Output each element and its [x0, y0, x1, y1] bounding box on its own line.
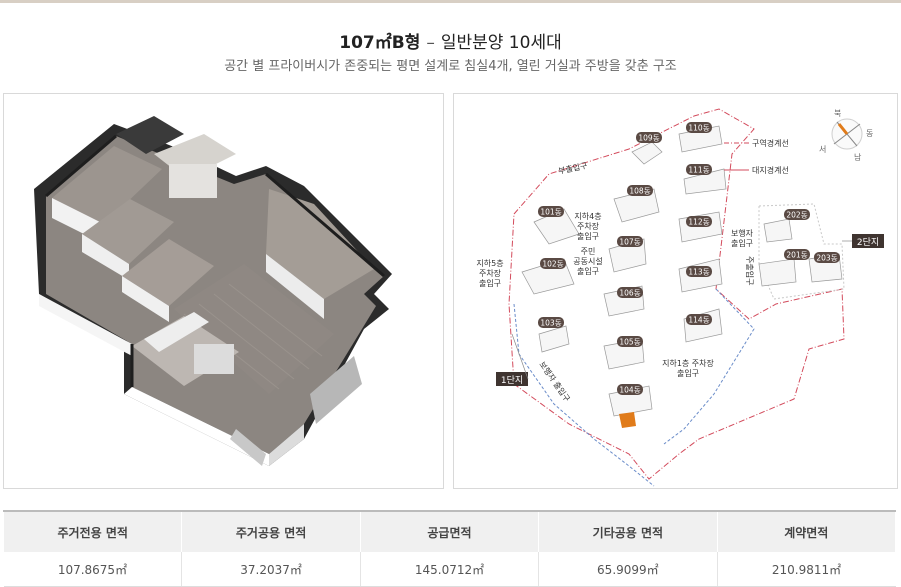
unit-type: 107㎡B형 — [339, 33, 421, 53]
value-contract-area: 210.9811㎡ — [716, 552, 896, 587]
building-tag-113: 113동 — [688, 268, 709, 277]
header-common-area: 주거공용 면적 — [181, 510, 361, 552]
building-tag-203: 203동 — [816, 254, 837, 263]
svg-text:지하1층 주차장: 지하1층 주차장 — [662, 358, 714, 368]
site-map-panel: 109동 110동 111동 108동 101동 112동 107동 102동 … — [453, 93, 898, 489]
svg-text:출입구: 출입구 — [479, 278, 501, 288]
page-subtitle: 공간 별 프라이버시가 존중되는 평면 설계로 침실4개, 열린 거실과 주방을… — [224, 59, 677, 74]
floor-plan-panel — [3, 93, 444, 489]
title-separator: – — [426, 33, 435, 53]
highlighted-unit — [619, 412, 636, 428]
building-tag-202: 202동 — [786, 211, 807, 220]
building-tag-108: 108동 — [629, 187, 650, 196]
building-tag-110: 110동 — [688, 124, 709, 133]
header-other-common-area: 기타공용 면적 — [538, 510, 718, 552]
compass: 북 동 남 서 — [819, 109, 873, 162]
svg-text:지하5층: 지하5층 — [476, 258, 503, 268]
svg-text:출입구: 출입구 — [577, 266, 599, 276]
floor-plan-3d-image — [4, 94, 443, 488]
svg-text:출입구: 출입구 — [677, 368, 699, 378]
district-boundary-line — [508, 108, 845, 480]
site-boundary-line — [513, 303, 655, 487]
underground-1f-parking-label: 지하1층 주차장 출입구 — [662, 358, 714, 378]
resident-facility-entrance-label: 주민 공동시설 출입구 — [573, 246, 602, 276]
district-boundary-legend: 구역경계선 — [752, 138, 789, 148]
building-tag-111: 111동 — [688, 166, 709, 175]
main-entrance-right-label: 주출입구 — [745, 256, 755, 285]
complex-2-tag: 2단지 — [857, 237, 879, 248]
building-tag-104: 104동 — [619, 386, 640, 395]
page-title: 107㎡B형–일반분양 10세대 — [0, 28, 901, 53]
svg-text:보행자: 보행자 — [731, 228, 754, 238]
underground-5f-parking-label: 지하5층 주차장 출입구 — [476, 258, 503, 288]
compass-south: 남 — [854, 153, 862, 162]
building-tag-102: 102동 — [542, 260, 563, 269]
svg-text:공동시설: 공동시설 — [573, 256, 602, 266]
svg-text:주차장: 주차장 — [479, 268, 502, 278]
header-supply-area: 공급면적 — [359, 510, 540, 552]
header-exclusive-area: 주거전용 면적 — [2, 510, 183, 552]
building-tag-107: 107동 — [619, 238, 640, 247]
svg-text:주차장: 주차장 — [577, 221, 600, 231]
value-exclusive-area: 107.8675㎡ — [3, 552, 182, 587]
building-tag-109: 109동 — [638, 134, 659, 143]
building-tag-105: 105동 — [619, 338, 640, 347]
site-map: 109동 110동 111동 108동 101동 112동 107동 102동 … — [454, 94, 897, 488]
svg-text:출입구: 출입구 — [577, 231, 599, 241]
site-boundary-legend: 대지경계선 — [752, 165, 789, 175]
value-other-common-area: 65.9099㎡ — [538, 552, 718, 587]
compass-east: 동 — [866, 129, 873, 138]
value-supply-area: 145.0712㎡ — [359, 552, 539, 587]
underground-4f-parking-label: 지하4층 주차장 출입구 — [574, 211, 601, 241]
sale-info: 일반분양 10세대 — [440, 33, 562, 53]
compass-north: 북 — [834, 109, 841, 118]
building-tag-112: 112동 — [688, 218, 709, 227]
svg-text:주민: 주민 — [581, 246, 596, 256]
building-tag-201: 201동 — [786, 251, 807, 260]
svg-text:지하4층: 지하4층 — [574, 211, 601, 221]
building-tag-101: 101동 — [540, 208, 561, 217]
value-common-area: 37.2037㎡ — [181, 552, 361, 587]
building-tag-103: 103동 — [540, 319, 561, 328]
area-table: 주거전용 면적 주거공용 면적 공급면적 기타공용 면적 계약면적 107.86… — [2, 510, 897, 587]
building-tag-114: 114동 — [688, 316, 709, 325]
svg-text:출입구: 출입구 — [731, 238, 753, 248]
pedestrian-entrance-right-label: 보행자 출입구 — [731, 228, 754, 248]
complex-1-tag: 1단지 — [501, 375, 523, 386]
compass-west: 서 — [819, 145, 826, 154]
header-contract-area: 계약면적 — [716, 510, 897, 552]
table-row: 107.8675㎡ 37.2037㎡ 145.0712㎡ 65.9099㎡ 21… — [3, 552, 896, 587]
top-divider — [0, 0, 901, 3]
building-tag-106: 106동 — [619, 289, 640, 298]
